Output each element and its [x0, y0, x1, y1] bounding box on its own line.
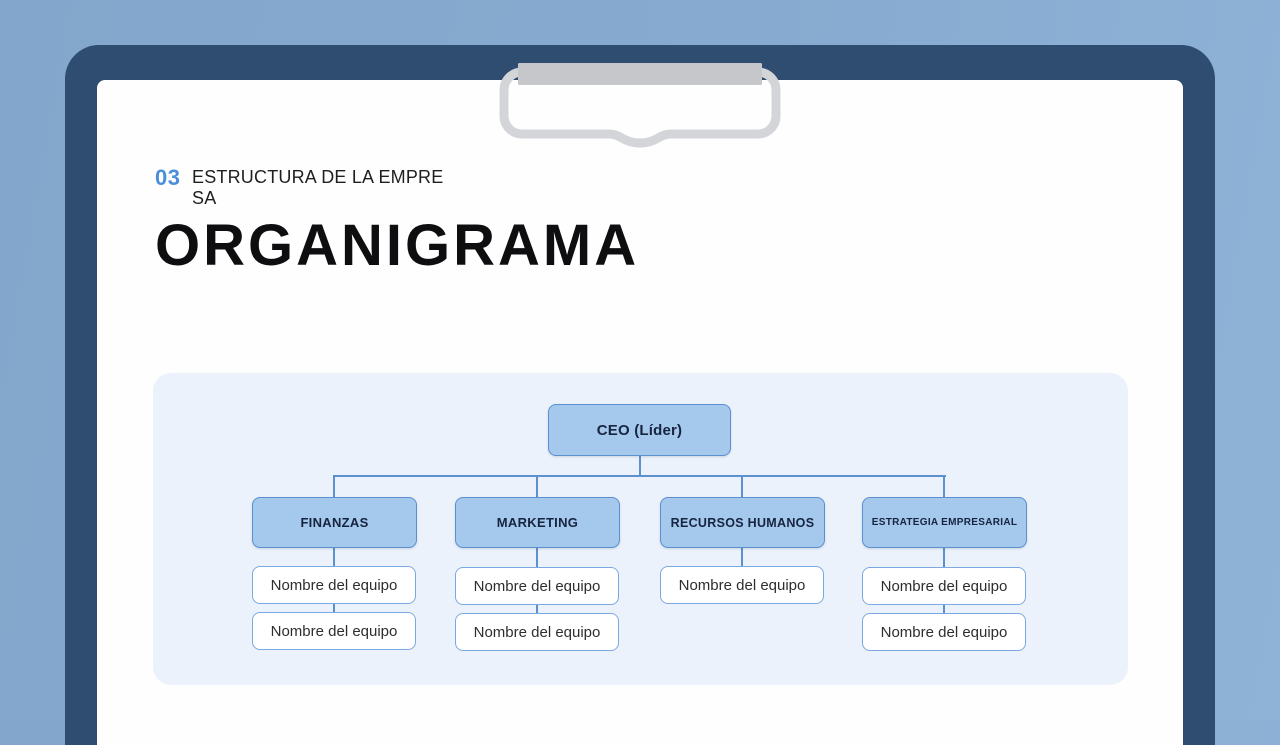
connector-line	[536, 476, 538, 497]
connector-line	[333, 476, 335, 497]
org-node-team[interactable]: Nombre del equipo	[660, 566, 824, 604]
org-node-team[interactable]: Nombre del equipo	[252, 566, 416, 604]
org-node-department-marketing[interactable]: MARKETING	[455, 497, 620, 548]
org-node-department-recursos-humanos[interactable]: RECURSOS HUMANOS	[660, 497, 825, 548]
kicker-line-2: SA	[192, 188, 217, 208]
org-node-team[interactable]: Nombre del equipo	[455, 613, 619, 651]
org-node-ceo[interactable]: CEO (Líder)	[548, 404, 731, 456]
connector-line	[536, 605, 538, 613]
connector-line	[536, 548, 538, 567]
connector-line	[333, 475, 946, 477]
connector-line	[943, 548, 945, 567]
org-node-team[interactable]: Nombre del equipo	[455, 567, 619, 605]
connector-line	[639, 456, 641, 476]
page-title[interactable]: ORGANIGRAMA	[155, 213, 640, 278]
connector-line	[943, 605, 945, 613]
connector-line	[333, 548, 335, 566]
kicker-line-1: ESTRUCTURA DE LA EMPRE	[192, 167, 444, 187]
connector-line	[741, 476, 743, 497]
connector-line	[333, 604, 335, 612]
org-node-team[interactable]: Nombre del equipo	[252, 612, 416, 650]
connector-line	[943, 476, 945, 497]
org-node-department-estrategia-empresarial[interactable]: ESTRATEGIA EMPRESARIAL	[862, 497, 1027, 548]
slide-number[interactable]: 03	[155, 165, 181, 190]
org-node-team[interactable]: Nombre del equipo	[862, 567, 1026, 605]
slide-kicker[interactable]: ESTRUCTURA DE LA EMPRE SA	[192, 167, 443, 209]
org-node-team[interactable]: Nombre del equipo	[862, 613, 1026, 651]
connector-line	[741, 548, 743, 566]
org-node-department-finanzas[interactable]: FINANZAS	[252, 497, 417, 548]
paper-clip-icon	[499, 63, 781, 148]
